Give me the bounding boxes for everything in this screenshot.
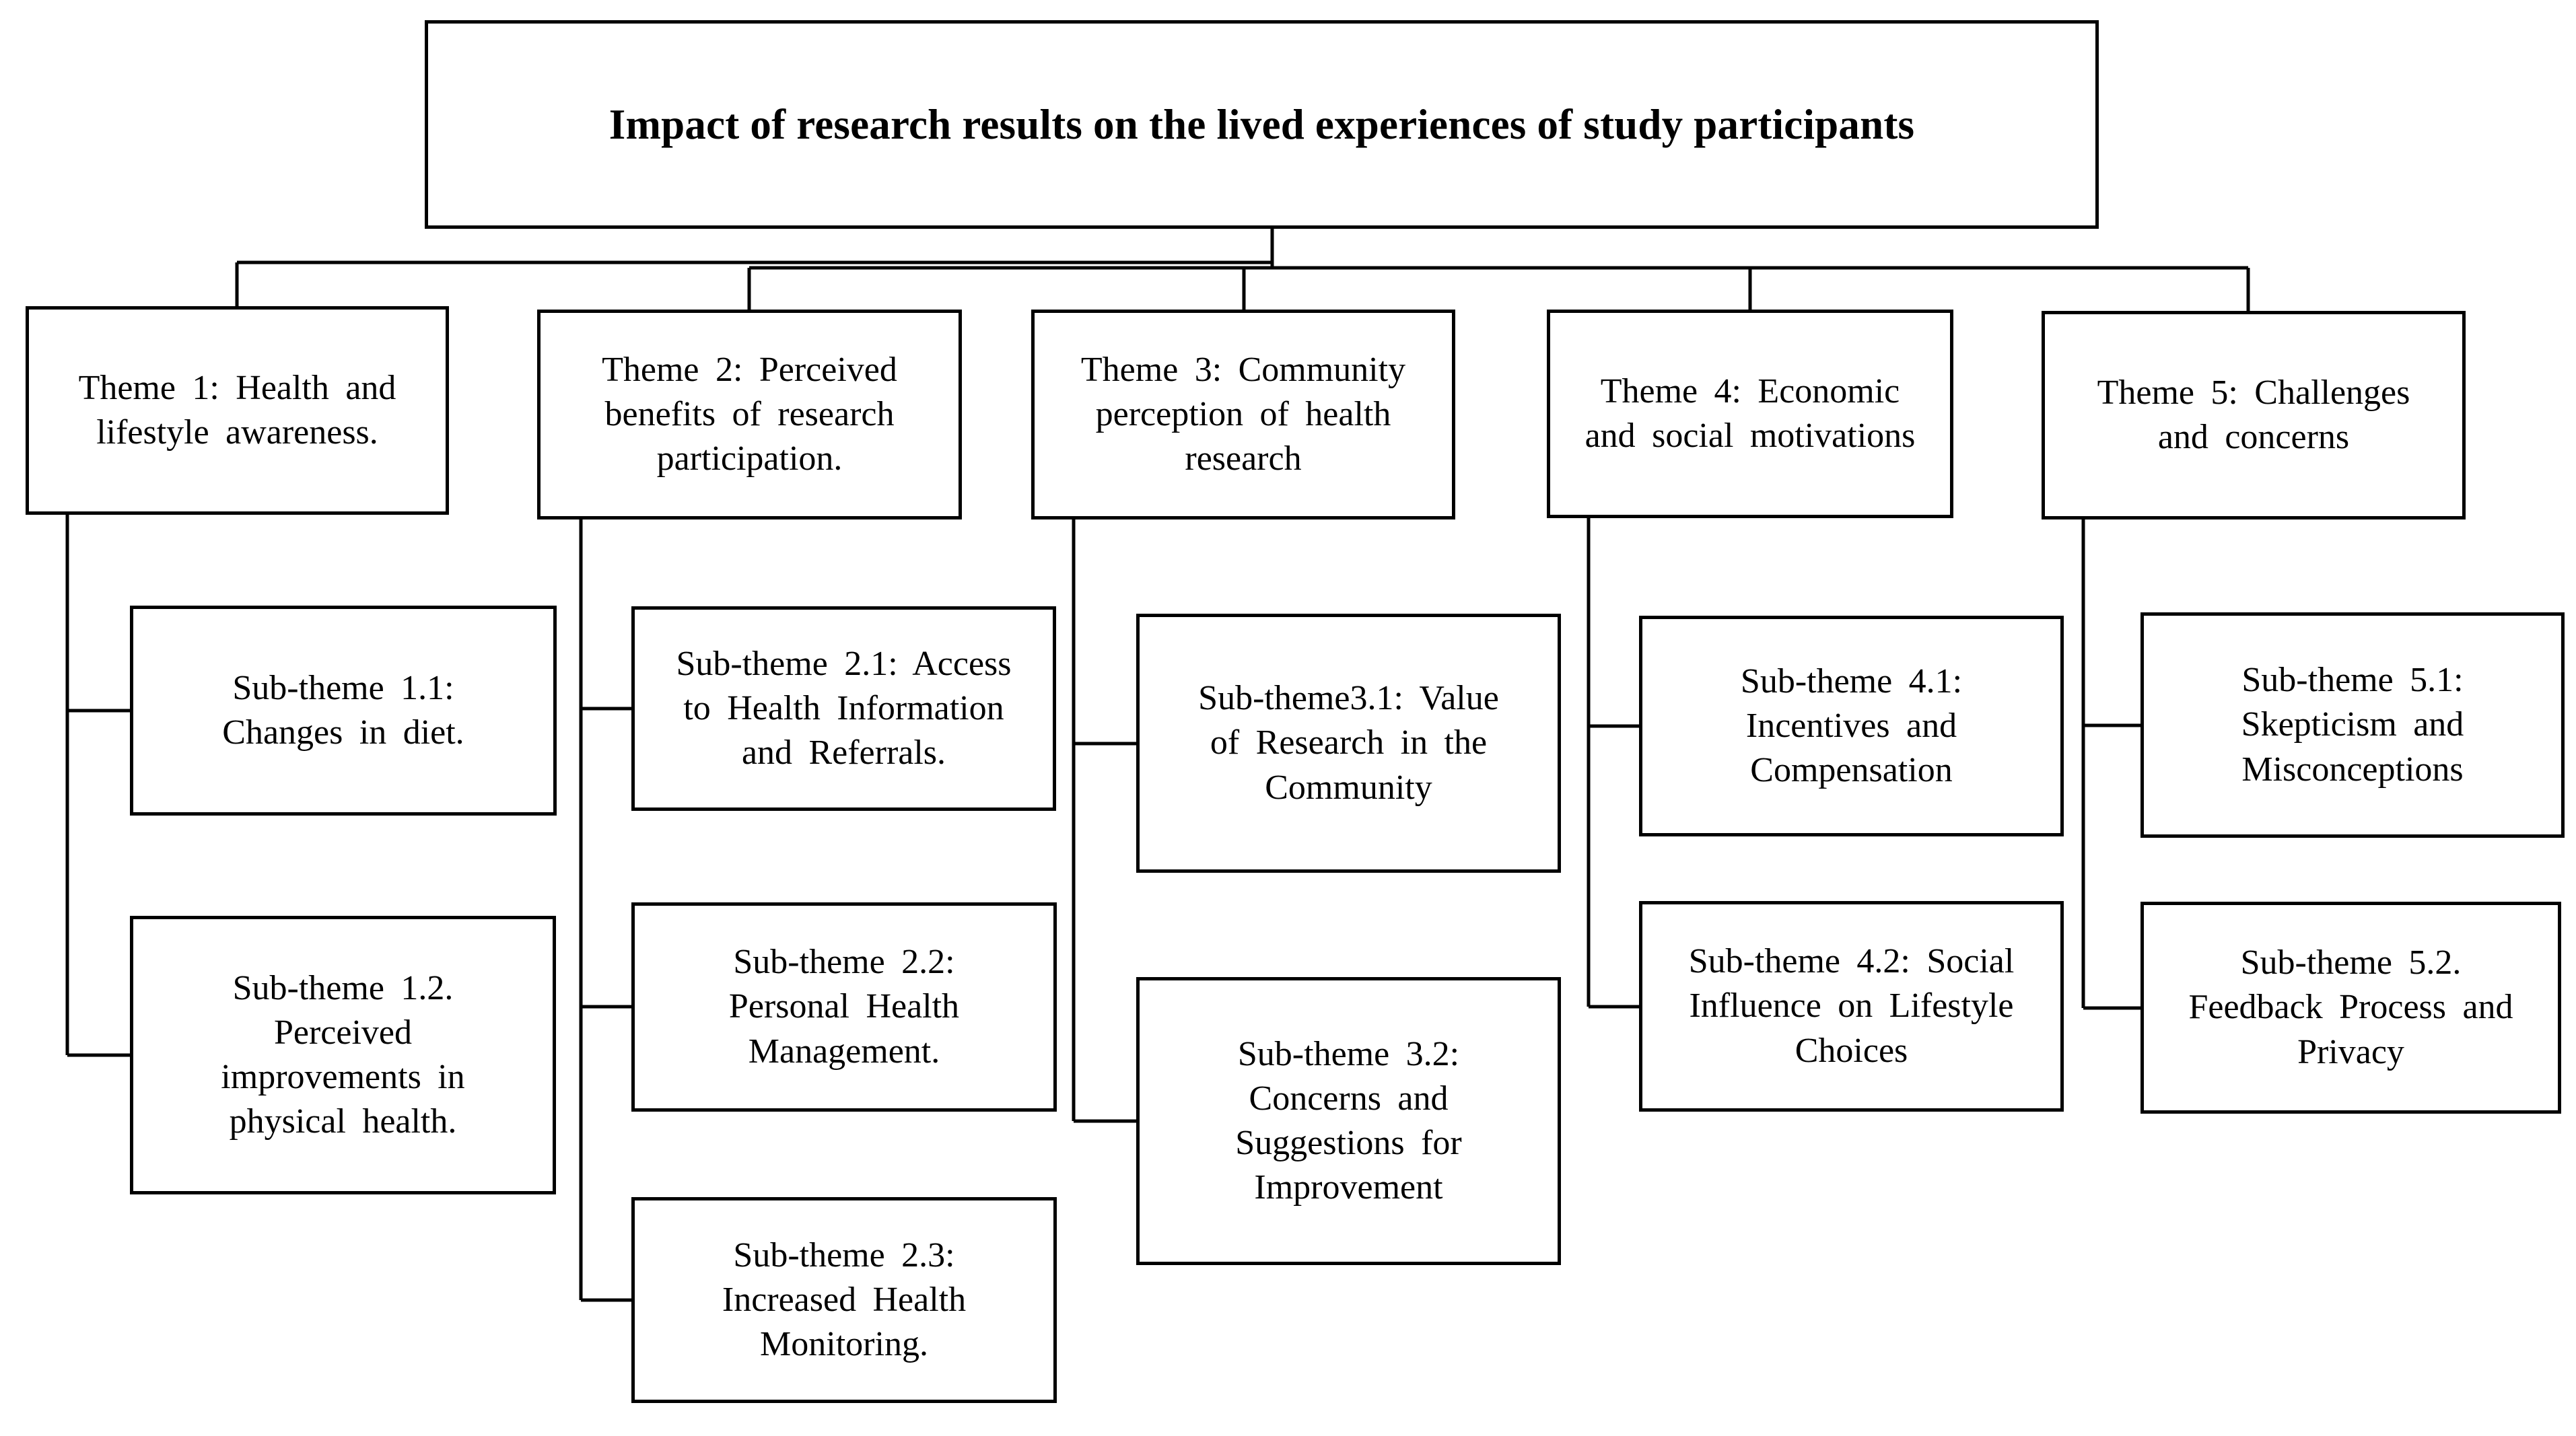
theme-1-label: Theme 1: Health and lifestyle awareness.: [78, 368, 396, 452]
subtheme-1-2-box: Sub-theme 1.2. Perceived improvements in…: [130, 916, 556, 1194]
subtheme-2-1-label: Sub-theme 2.1: Access to Health Informat…: [676, 644, 1012, 773]
subtheme-1-1-box: Sub-theme 1.1: Changes in diet.: [130, 606, 557, 816]
subtheme-4-1-box: Sub-theme 4.1: Incentives and Compensati…: [1639, 616, 2064, 836]
subtheme-4-1-label: Sub-theme 4.1: Incentives and Compensati…: [1740, 661, 1963, 790]
theme-5-box: Theme 5: Challenges and concerns: [2042, 311, 2466, 519]
theme-3-box: Theme 3: Community perception of health …: [1031, 310, 1455, 519]
subtheme-2-2-label: Sub-theme 2.2: Personal Health Managemen…: [728, 943, 960, 1071]
title-label: Impact of research results on the lived …: [608, 100, 1915, 148]
theme-3-label: Theme 3: Community perception of health …: [1080, 350, 1406, 478]
subtheme-2-3-box: Sub-theme 2.3: Increased Health Monitori…: [631, 1197, 1057, 1403]
subtheme-3-1-box: Sub-theme3.1: Value of Research in the C…: [1136, 614, 1561, 873]
subtheme-2-2-box: Sub-theme 2.2: Personal Health Managemen…: [631, 902, 1057, 1112]
theme-4-label: Theme 4: Economic and social motivations: [1585, 371, 1916, 455]
subtheme-5-1-box: Sub-theme 5.1: Skepticism and Misconcept…: [2140, 612, 2565, 838]
subtheme-3-2-label: Sub-theme 3.2: Concerns and Suggestions …: [1235, 1034, 1462, 1207]
subtheme-5-2-box: Sub-theme 5.2. Feedback Process and Priv…: [2140, 902, 2561, 1114]
subtheme-1-1-label: Sub-theme 1.1: Changes in diet.: [222, 668, 464, 752]
subtheme-5-1-label: Sub-theme 5.1: Skepticism and Misconcept…: [2241, 661, 2464, 789]
theme-2-label: Theme 2: Perceived benefits of research …: [602, 350, 897, 478]
subtheme-4-2-box: Sub-theme 4.2: Social Influence on Lifes…: [1639, 901, 2064, 1112]
title-box: Impact of research results on the lived …: [425, 20, 2099, 229]
theme-4-box: Theme 4: Economic and social motivations: [1547, 310, 1953, 518]
subtheme-3-1-label: Sub-theme3.1: Value of Research in the C…: [1198, 679, 1499, 807]
theme-1-box: Theme 1: Health and lifestyle awareness.: [26, 306, 449, 515]
subtheme-5-2-label: Sub-theme 5.2. Feedback Process and Priv…: [2188, 943, 2513, 1071]
subtheme-3-2-box: Sub-theme 3.2: Concerns and Suggestions …: [1136, 977, 1561, 1265]
theme-2-box: Theme 2: Perceived benefits of research …: [537, 310, 962, 519]
subtheme-1-2-label: Sub-theme 1.2. Perceived improvements in…: [221, 968, 465, 1141]
subtheme-2-1-box: Sub-theme 2.1: Access to Health Informat…: [631, 606, 1056, 811]
subtheme-4-2-label: Sub-theme 4.2: Social Influence on Lifes…: [1688, 942, 2015, 1070]
theme-5-label: Theme 5: Challenges and concerns: [2097, 373, 2410, 456]
subtheme-2-3-label: Sub-theme 2.3: Increased Health Monitori…: [722, 1235, 967, 1364]
